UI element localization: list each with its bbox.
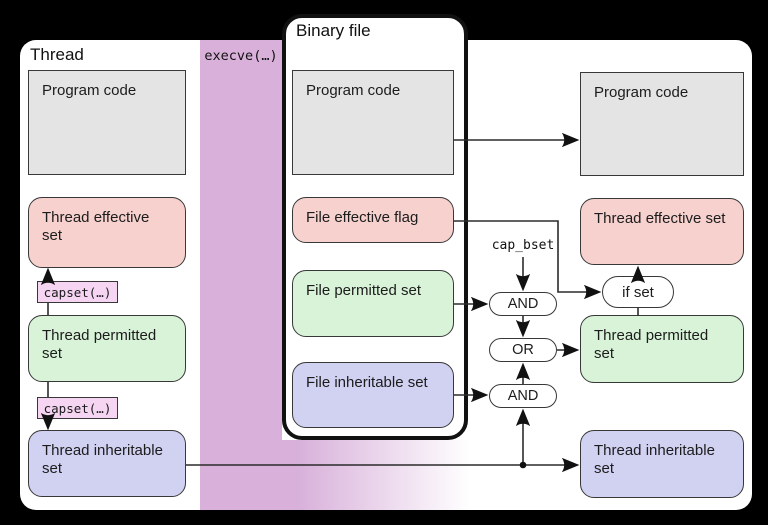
- thread-before-effective-set: Thread effective set: [28, 197, 186, 268]
- binary-effective-flag: File effective flag: [292, 197, 454, 243]
- thread-before-inheritable-set: Thread inheritable set: [28, 430, 186, 497]
- thread-after-inheritable-set: Thread inheritable set: [580, 430, 744, 498]
- thread-title: Thread: [30, 45, 84, 64]
- capset-box-1: capset(…): [37, 281, 118, 303]
- binary-permitted-set: File permitted set: [292, 270, 454, 337]
- execve-band: [200, 40, 282, 510]
- if-set-gate: if set: [602, 276, 674, 308]
- binary-inheritable-set: File inheritable set: [292, 362, 454, 428]
- thread-after-permitted-set: Thread permitted set: [580, 315, 744, 383]
- thread-before-program-code: Program code: [28, 70, 186, 175]
- thread-after-effective-set: Thread effective set: [580, 198, 744, 265]
- cap-bset-label: cap_bset: [491, 238, 555, 253]
- and-gate-1: AND: [489, 292, 557, 316]
- execve-label: execve(…): [204, 48, 278, 64]
- binary-program-code: Program code: [292, 70, 454, 175]
- thread-before-permitted-set: Thread permitted set: [28, 315, 186, 382]
- capset-box-2: capset(…): [37, 397, 118, 419]
- execve-band-fade: [282, 440, 470, 510]
- or-gate: OR: [489, 338, 557, 362]
- thread-after-program-code: Program code: [580, 72, 744, 176]
- binary-file-title: Binary file: [296, 21, 371, 40]
- and-gate-2: AND: [489, 384, 557, 408]
